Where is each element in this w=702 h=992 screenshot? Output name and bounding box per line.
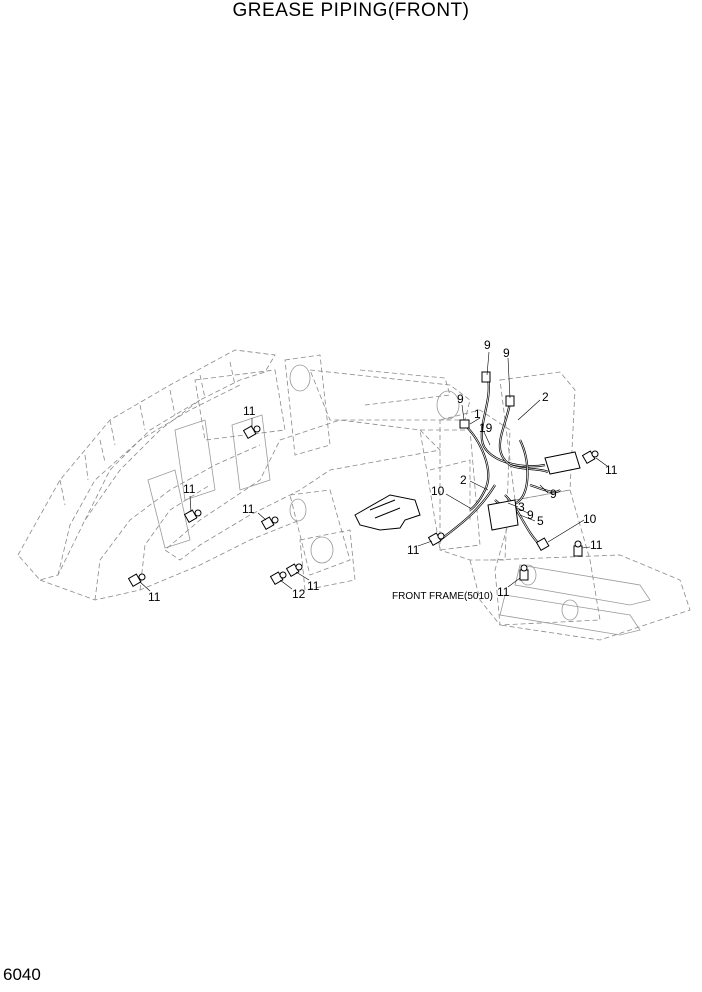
callout-3: 3	[518, 500, 525, 514]
boom-arms	[164, 354, 481, 591]
callout-labels: 9 9 9 1 2 19 11 11 11 11 11 11 11 11 11 …	[148, 338, 618, 604]
nipple-icon	[573, 540, 583, 557]
nipple-icon	[535, 537, 550, 552]
page-number: 6040	[3, 965, 41, 984]
nipple-icon	[242, 425, 261, 440]
grease-nipples	[127, 371, 599, 588]
nipple-icon	[127, 573, 146, 588]
callout-9: 9	[550, 487, 557, 501]
callout-11: 11	[407, 543, 420, 557]
callout-19: 19	[479, 421, 493, 435]
callout-9: 9	[527, 508, 534, 522]
callout-5: 5	[537, 514, 544, 528]
page-title: GREASE PIPING(FRONT)	[232, 0, 470, 21]
callout-11: 11	[243, 404, 256, 418]
callout-9: 9	[484, 338, 491, 352]
nipple-icon	[459, 419, 470, 429]
nipple-icon	[260, 516, 279, 531]
nipple-icon	[581, 450, 599, 465]
callout-9: 9	[457, 392, 464, 406]
nipple-icon	[183, 509, 202, 524]
leader-lines	[139, 351, 608, 592]
callout-11: 11	[497, 585, 510, 599]
grease-hoses	[439, 377, 561, 546]
bracket-plate	[354, 494, 421, 531]
bucket-outline	[17, 349, 301, 601]
callout-11: 11	[242, 502, 255, 516]
nipple-icon	[285, 563, 303, 578]
nipple-icon	[269, 571, 287, 586]
callout-10: 10	[583, 512, 597, 526]
callout-9: 9	[503, 346, 510, 360]
front-frame-label: FRONT FRAME(5010)	[392, 591, 493, 602]
nipple-icon	[519, 564, 529, 581]
nipple-icon	[427, 532, 445, 547]
callout-11: 11	[148, 590, 161, 604]
callout-11: 11	[590, 538, 603, 552]
nipple-icon	[481, 371, 491, 383]
callout-1: 1	[474, 407, 481, 421]
callout-10: 10	[431, 484, 445, 498]
callout-11: 11	[183, 482, 196, 496]
callout-2: 2	[460, 473, 467, 487]
front-frame	[429, 371, 691, 641]
callout-11: 11	[605, 463, 618, 477]
callout-11: 11	[307, 579, 320, 593]
callout-12: 12	[292, 587, 306, 601]
callout-2: 2	[542, 390, 549, 404]
grease-manifold	[487, 451, 581, 531]
